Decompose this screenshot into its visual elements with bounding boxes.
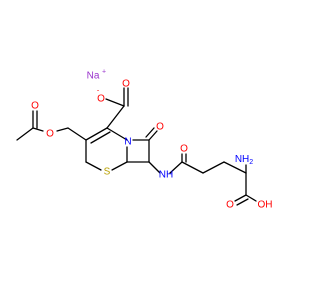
bond-c3-n — [106, 127, 128, 141]
bond-nh-co — [169, 161, 183, 174]
bond-chain-3 — [223, 161, 247, 174]
bond-c4-ch2 — [67, 127, 87, 141]
bond-ch2-o — [56, 127, 69, 132]
carboxylate-carbonyl-oxygen: O — [122, 79, 130, 90]
bond-cooh-o-a — [234, 194, 247, 202]
bond-c3-c4-double — [90, 131, 111, 144]
bond-carboxyl-o-minus — [105, 98, 125, 107]
bond-chain-2 — [202, 161, 225, 174]
bond-chain-1 — [181, 161, 204, 174]
carboxylate-oxygen: O — [97, 94, 105, 105]
bond-cooh-o-b — [236, 198, 249, 206]
bond-cooh-oh — [245, 194, 257, 202]
amide-nh-label: NH — [159, 170, 173, 181]
amino-label: NH2 — [235, 154, 253, 166]
bond-c8-o-double — [145, 127, 155, 138]
structure-canvas: Na + O - O O N S O O NH O NH2 O OH — [16, 69, 273, 211]
sodium-charge: + — [102, 69, 106, 76]
bond-c3-carboxyl — [106, 105, 125, 129]
bond-s-c6 — [111, 161, 128, 171]
atom-labels: Na + O - O O N S O O NH O NH2 O OH — [31, 69, 272, 211]
bond-c5-s — [85, 161, 102, 171]
acetoxy-carbonyl-oxygen: O — [31, 101, 39, 112]
bond-acyl-methyl — [16, 127, 34, 141]
bond-c7-nh — [148, 161, 161, 174]
bond-c8-o — [148, 130, 158, 141]
acetoxy-ester-oxygen: O — [46, 129, 54, 140]
bonds — [16, 87, 257, 206]
ring-nitrogen: N — [124, 137, 131, 148]
bond-o-acyl — [32, 127, 44, 132]
sodium-label: Na — [87, 71, 100, 82]
molecule-drawing: Na + O - O O N S O O NH O NH2 O OH — [16, 69, 273, 211]
acid-carbonyl-oxygen: O — [226, 200, 234, 211]
carboxylate-charge: - — [97, 88, 100, 95]
beta-lactam-oxygen: O — [156, 122, 164, 133]
bond-c3-c4 — [85, 127, 108, 141]
acid-hydroxyl-label: OH — [258, 200, 273, 211]
amide-oxygen: O — [180, 144, 188, 155]
ring-sulfur: S — [104, 167, 111, 178]
